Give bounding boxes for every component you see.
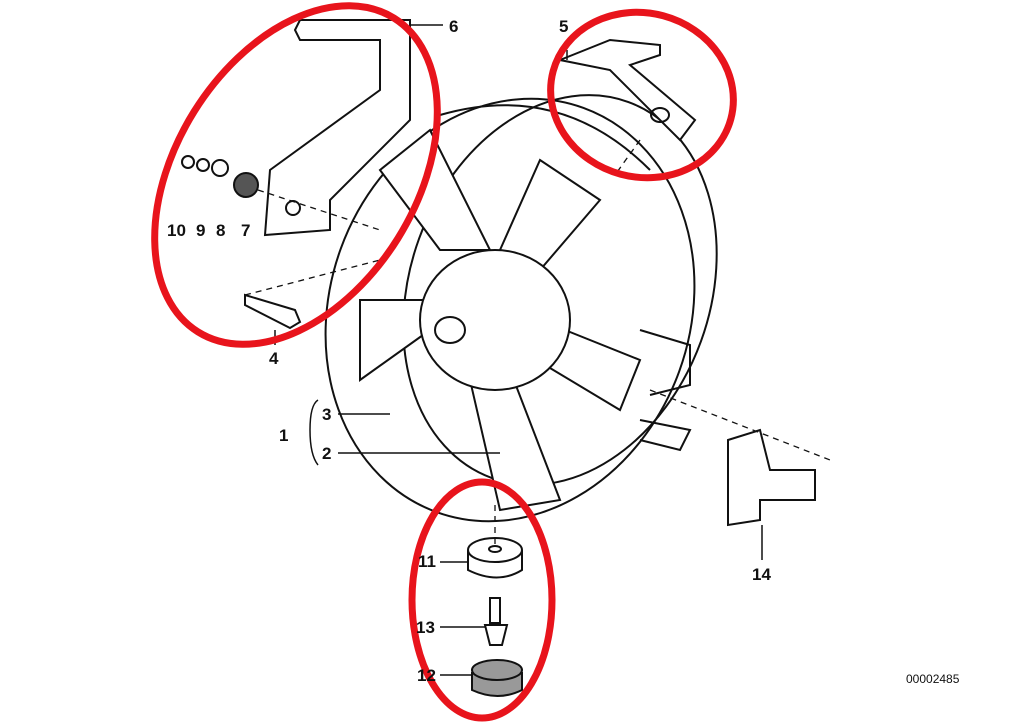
bracket-14 (727, 428, 816, 527)
label-5: 5 (559, 17, 569, 36)
highlight-bracket-5 (547, 8, 737, 182)
drawing-number: 00002485 (906, 672, 960, 686)
rubber-mount-11 (467, 537, 523, 579)
label-7: 7 (241, 221, 251, 240)
bracket-5 (556, 38, 697, 142)
label-11: 11 (418, 552, 436, 571)
label-10: 10 (167, 221, 186, 240)
highlight-mounts (408, 478, 556, 722)
label-8: 8 (216, 221, 226, 240)
label-2: 2 (322, 444, 332, 463)
label-12: 12 (417, 666, 436, 685)
highlight-bracket-6 (151, 2, 441, 348)
label-6: 6 (449, 17, 459, 36)
bracket-6 (263, 19, 411, 237)
label-14: 14 (752, 565, 771, 584)
highlight-ellipses (151, 2, 737, 722)
label-9: 9 (196, 221, 206, 240)
label-3: 3 (322, 405, 332, 424)
label-13: 13 (416, 618, 435, 637)
label-4: 4 (269, 349, 279, 368)
rubber-mount-12 (471, 659, 523, 697)
fan-motor (419, 249, 571, 391)
label-1: 1 (279, 426, 289, 445)
